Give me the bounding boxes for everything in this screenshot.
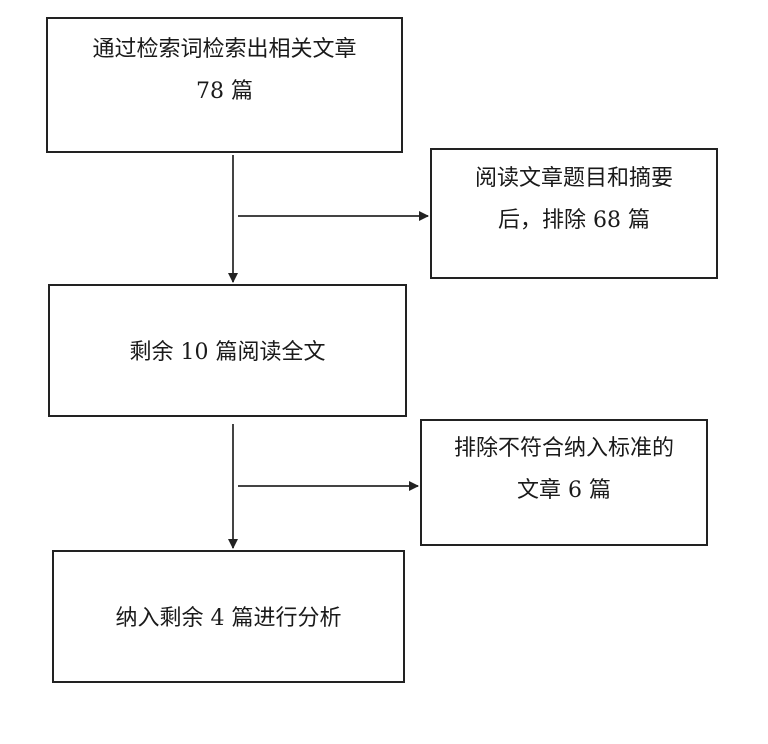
title-abstract-exclusion-box: 阅读文章题目和摘要 后，排除 68 篇 (430, 148, 718, 279)
criteria-exclusion-box: 排除不符合纳入标准的 文章 6 篇 (420, 419, 708, 546)
full-text-review-box: 剩余 10 篇阅读全文 (48, 284, 407, 417)
final-analysis-text: 纳入剩余 4 篇进行分析 (115, 606, 342, 631)
full-text-review-text: 剩余 10 篇阅读全文 (129, 340, 326, 365)
title-abstract-exclusion-line1: 阅读文章题目和摘要 (474, 166, 673, 191)
title-abstract-exclusion-line2: 后，排除 68 篇 (498, 208, 650, 233)
search-results-box: 通过检索词检索出相关文章 78 篇 (46, 17, 403, 153)
criteria-exclusion-line2: 文章 6 篇 (517, 478, 611, 503)
criteria-exclusion-line1: 排除不符合纳入标准的 (453, 436, 674, 461)
search-results-line1: 通过检索词检索出相关文章 (92, 37, 357, 62)
search-results-line2: 78 篇 (196, 79, 253, 104)
final-analysis-box: 纳入剩余 4 篇进行分析 (52, 550, 405, 683)
